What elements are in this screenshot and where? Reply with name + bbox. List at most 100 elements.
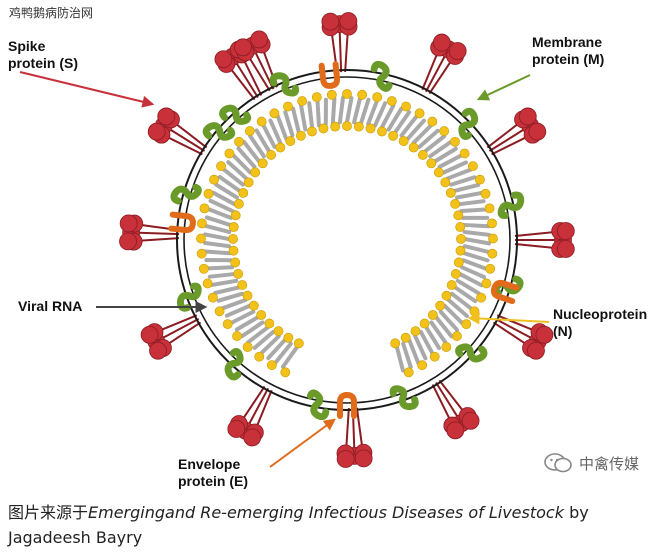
rna-coil-turn <box>394 344 405 373</box>
nucleoprotein-bead <box>232 331 242 341</box>
nucleoprotein-bead <box>453 210 464 221</box>
rna-coil-turn <box>246 325 270 345</box>
nucleoprotein-bead <box>480 188 491 199</box>
nucleoprotein-bead <box>256 116 267 127</box>
nucleoprotein-bead <box>456 233 466 244</box>
rna-coil-turn <box>275 114 289 141</box>
wechat-logo-icon <box>544 453 572 473</box>
nucleoprotein-bead <box>469 306 480 317</box>
nucleoprotein-bead <box>256 310 267 320</box>
envelope-protein-label: Envelope protein (E) <box>178 456 248 489</box>
nucleoprotein-bead <box>435 300 446 311</box>
spike-protein <box>492 314 554 360</box>
nucleoprotein-bead <box>257 158 268 169</box>
nucleoprotein-bead <box>209 174 219 185</box>
rna-coil-turn <box>462 244 491 254</box>
rna-coil-turn <box>254 128 272 154</box>
nucleoprotein-bead <box>455 222 466 232</box>
nucleoprotein-bead <box>450 198 461 209</box>
nucleoprotein-bead <box>417 360 428 371</box>
nucleoprotein-bead <box>342 89 352 99</box>
envelope-protein <box>337 391 357 419</box>
rna-coil-turn <box>437 153 464 169</box>
rna-coil-turn <box>299 103 308 132</box>
nucleoprotein-bead <box>275 142 286 153</box>
nucleoprotein-bead <box>283 332 294 343</box>
nucleoprotein-bead <box>202 278 213 289</box>
nucleoprotein-bead <box>196 233 206 244</box>
rna-coil-turn <box>220 297 248 311</box>
rna-coil-turn <box>455 278 481 296</box>
caption-source-title: Emergingand Re-emerging Infectious Disea… <box>88 503 564 522</box>
nucleoprotein-bead <box>488 233 498 244</box>
rna-coil-turn <box>462 237 491 246</box>
rna-coil-turn <box>407 338 421 365</box>
membrane-protein-label: Membrane protein (M) <box>532 34 605 67</box>
spike-protein <box>140 314 202 360</box>
spike-protein <box>234 30 278 92</box>
rna-coil-turn <box>462 229 491 237</box>
nucleoprotein-bead <box>293 338 304 349</box>
rna-coil-turn <box>366 99 379 126</box>
nucleoprotein-bead <box>273 326 284 337</box>
rna-coil-turn <box>413 334 428 361</box>
nucleoprotein-bead <box>228 245 239 256</box>
nucleoprotein-bead <box>487 248 498 259</box>
nucleoprotein-bead <box>386 96 397 106</box>
membrane-protein <box>389 385 419 411</box>
membrane-arrow <box>476 74 531 101</box>
rna-coil-turn <box>280 344 300 369</box>
membrane-protein <box>224 348 244 381</box>
watermark-text: 鸡鸭鹅病防治网 <box>9 6 94 20</box>
nucleoprotein-bead <box>266 150 277 160</box>
rna-coil-turn <box>424 325 442 351</box>
nucleoprotein-bead <box>237 280 248 290</box>
nucleoprotein-bead <box>441 290 452 301</box>
nucleoprotein-bead <box>330 121 341 132</box>
brand-watermark: 中禽传媒 <box>543 452 639 474</box>
rna-coil-turn <box>386 106 404 132</box>
spike-proteins <box>119 12 575 468</box>
nucleoprotein-bead <box>400 332 411 343</box>
rna-coil-turn <box>261 123 277 149</box>
nucleoprotein-label: Nucleoprotein (N) <box>553 306 648 339</box>
spike-protein <box>119 214 180 251</box>
rna-coil-turn <box>457 199 486 207</box>
rna-coil-turn <box>462 251 490 263</box>
nucleoprotein-arrow <box>467 312 550 325</box>
rna-coil-turn <box>216 291 244 303</box>
nucleoprotein-bead <box>296 130 306 141</box>
nucleoproteins <box>196 89 498 378</box>
nucleoprotein-bead <box>234 136 244 147</box>
membrane-protein <box>455 343 488 363</box>
rna-coil-turn <box>457 272 484 288</box>
nucleoprotein-bead <box>446 280 457 290</box>
rna-coil-turn <box>459 265 487 280</box>
membrane-protein <box>458 107 479 140</box>
nucleoprotein-bead <box>233 198 244 209</box>
rna-coil-turn <box>450 291 474 311</box>
nucleoprotein-bead <box>459 148 470 159</box>
nucleoprotein-bead <box>342 121 352 131</box>
spike-protein <box>227 385 273 447</box>
rna-coil-turn <box>459 207 488 214</box>
membrane-protein <box>306 389 330 421</box>
nucleoprotein-bead <box>365 123 376 134</box>
nucleoprotein-bead <box>307 126 317 137</box>
rna-coil-turn <box>379 103 396 130</box>
nucleoprotein-bead <box>297 96 308 106</box>
nucleoprotein-bead <box>417 150 428 160</box>
nucleoprotein-bead <box>427 310 438 320</box>
envelope-protein <box>318 61 341 89</box>
nucleoprotein-bead <box>216 161 226 172</box>
nucleoprotein-bead <box>224 148 235 159</box>
rna-coil-turn <box>417 128 440 149</box>
nucleoprotein-bead <box>485 263 496 274</box>
rna-coil-turn <box>211 190 237 207</box>
rna-coil-turn <box>224 303 252 318</box>
rna-coil-turn <box>268 118 283 145</box>
rna-coil-turn <box>422 134 447 154</box>
nucleoprotein-bead <box>445 187 456 198</box>
rna-coil-turn <box>462 222 491 229</box>
nucleoprotein-bead <box>266 360 277 371</box>
